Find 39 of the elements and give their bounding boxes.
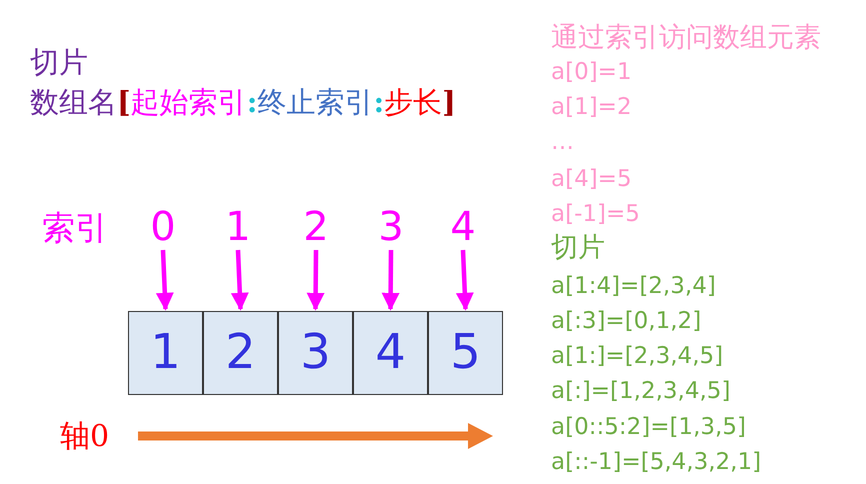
array-cell: 5 [428, 311, 503, 395]
syntax-text: : [246, 84, 258, 120]
code-line: a[-1]=5 [551, 201, 640, 229]
section-heading: 切片 [551, 232, 605, 264]
code-line: a[1:4]=[2,3,4] [551, 273, 716, 301]
code-line: a[0]=1 [551, 59, 632, 87]
row-label: 索引 [42, 208, 108, 248]
title: 切片 [30, 44, 88, 80]
syntax-text: 终止索引 [257, 84, 374, 120]
axis-label: 轴0 [60, 419, 110, 455]
syntax-text: [ [117, 84, 131, 120]
arrow [456, 250, 474, 311]
code-line: a[:]=[1,2,3,4,5] [551, 378, 730, 406]
code-line: … [551, 129, 574, 157]
arrow [306, 250, 325, 311]
code-line: a[::-1]=[5,4,3,2,1] [551, 449, 762, 477]
arrow [230, 250, 249, 311]
section-heading: 通过索引访问数组元素 [551, 22, 821, 54]
code-line: a[0::5:2]=[1,3,5] [551, 414, 746, 442]
array-cell: 1 [128, 311, 203, 395]
code-line: a[1:]=[2,3,4,5] [551, 343, 724, 371]
code-line: a[:3]=[0,1,2] [551, 308, 702, 336]
code-line: a[4]=5 [551, 166, 632, 194]
syntax-text: 步长 [384, 84, 442, 120]
syntax-text: 数组名 [30, 84, 117, 120]
syntax-text: : [373, 84, 384, 120]
arrow [382, 250, 400, 311]
array-cell: 2 [203, 311, 278, 395]
index-number: 1 [220, 206, 256, 248]
arrow [156, 250, 174, 311]
syntax-text: ] [442, 84, 456, 120]
index-number: 3 [373, 206, 409, 248]
index-number: 0 [145, 206, 181, 248]
array-cell: 4 [353, 311, 428, 395]
code-line: a[1]=2 [551, 94, 632, 122]
index-number: 2 [298, 206, 334, 248]
array-cell: 3 [278, 311, 353, 395]
syntax-text: 起始索引 [130, 84, 247, 120]
index-number: 4 [445, 206, 481, 248]
